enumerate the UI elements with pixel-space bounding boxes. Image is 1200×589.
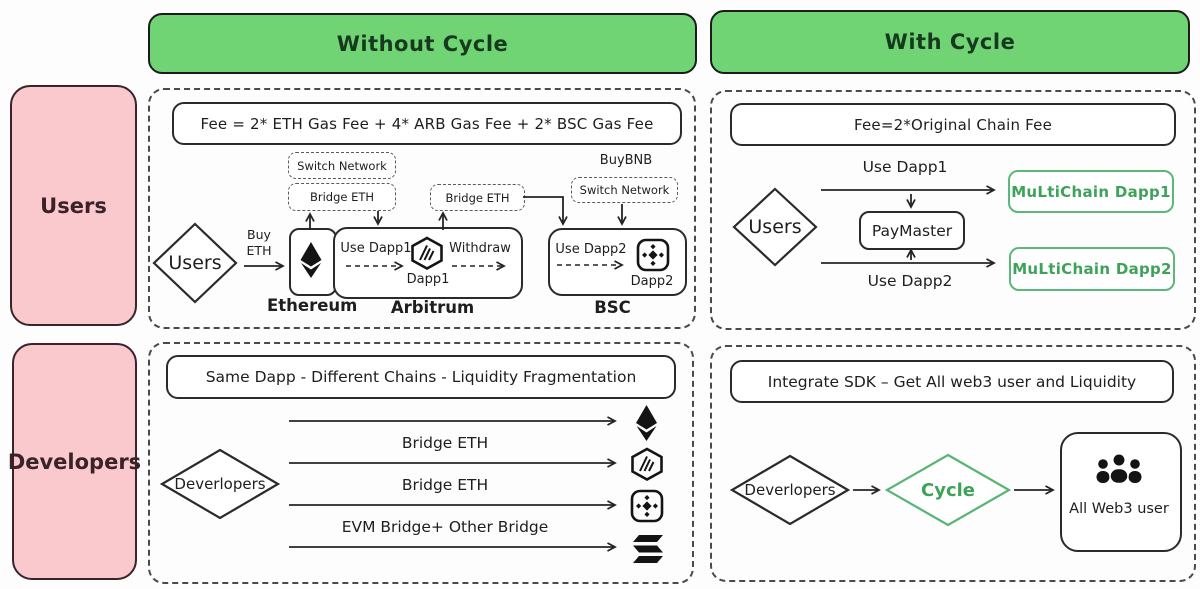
cycle-diamond <box>884 453 1012 527</box>
users-diamond-label: Users <box>168 252 222 274</box>
headline-box: Same Dapp - Different Chains - Liquidity… <box>166 355 676 399</box>
panel-without-cycle-developers <box>148 342 694 584</box>
evm-bridge-label: EVM Bridge+ Other Bridge <box>341 518 549 536</box>
ethereum-icon <box>300 242 322 278</box>
users-diamond <box>152 222 238 304</box>
developers-diamond <box>729 454 851 526</box>
header-without-cycle: Without Cycle <box>148 13 697 74</box>
header-with-cycle: With Cycle <box>710 10 1190 74</box>
chain-label-ethereum: Ethereum <box>267 296 358 315</box>
fee-formula-box: Fee=2*Original Chain Fee <box>730 103 1176 146</box>
switch-network-step: Switch Network <box>288 152 396 179</box>
headline-box: Integrate SDK – Get All web3 user and Li… <box>730 360 1174 403</box>
cycle-diamond-label: Cycle <box>921 479 975 501</box>
arbitrum-icon <box>411 236 443 270</box>
bridge-eth-label: Bridge ETH <box>401 434 489 452</box>
switch-network-step: Switch Network <box>571 177 678 203</box>
bridge-eth-step: Bridge ETH <box>430 184 525 211</box>
solana-icon <box>633 535 663 563</box>
bnb-icon <box>636 238 670 272</box>
use-dapp2-label: Use Dapp2 <box>555 242 627 257</box>
panel-without-cycle-users <box>148 88 696 329</box>
users-diamond-label: Users <box>748 216 802 238</box>
chain-label-arbitrum: Arbitrum <box>390 298 475 317</box>
arbitrum-icon <box>631 447 663 481</box>
ethereum-icon <box>636 405 657 441</box>
withdraw-label: Withdraw <box>449 241 511 256</box>
multichain-dapp1-box: MuLtiChain Dapp1 <box>1008 170 1174 213</box>
panel-with-cycle-users <box>710 90 1196 330</box>
dapp2-label: Dapp2 <box>630 274 674 289</box>
buy-bnb-label: BuyBNB <box>599 153 653 168</box>
use-dapp1-label: Use Dapp1 <box>862 158 948 176</box>
panel-with-cycle-developers <box>710 345 1196 582</box>
all-web3-user-box <box>1060 432 1182 552</box>
use-dapp2-label: Use Dapp2 <box>867 272 953 290</box>
chain-label-bsc: BSC <box>594 298 631 317</box>
bridge-eth-label: Bridge ETH <box>401 476 489 494</box>
bridge-eth-step: Bridge ETH <box>288 183 396 211</box>
paymaster-box: PayMaster <box>859 211 965 250</box>
use-dapp1-label: Use Dapp1 <box>340 241 412 256</box>
users-diamond <box>732 187 818 267</box>
bnb-icon <box>630 489 664 523</box>
multichain-dapp2-box: MuLtiChain Dapp2 <box>1009 247 1175 291</box>
all-web3-user-label: All Web3 user <box>1069 501 1169 517</box>
row-label-users: Users <box>10 85 137 326</box>
developers-diamond <box>159 448 281 520</box>
row-label-developers: Developers <box>8 343 141 580</box>
bsc-chain-box <box>548 228 687 296</box>
buy-eth-label: Buy ETH <box>246 227 272 258</box>
users-group-icon <box>1096 453 1142 485</box>
developers-diamond-label: Deverlopers <box>174 475 266 493</box>
developers-diamond-label: Deverlopers <box>744 481 836 499</box>
dapp1-label: Dapp1 <box>406 272 450 287</box>
fee-formula-box: Fee = 2* ETH Gas Fee + 4* ARB Gas Fee + … <box>172 102 682 145</box>
